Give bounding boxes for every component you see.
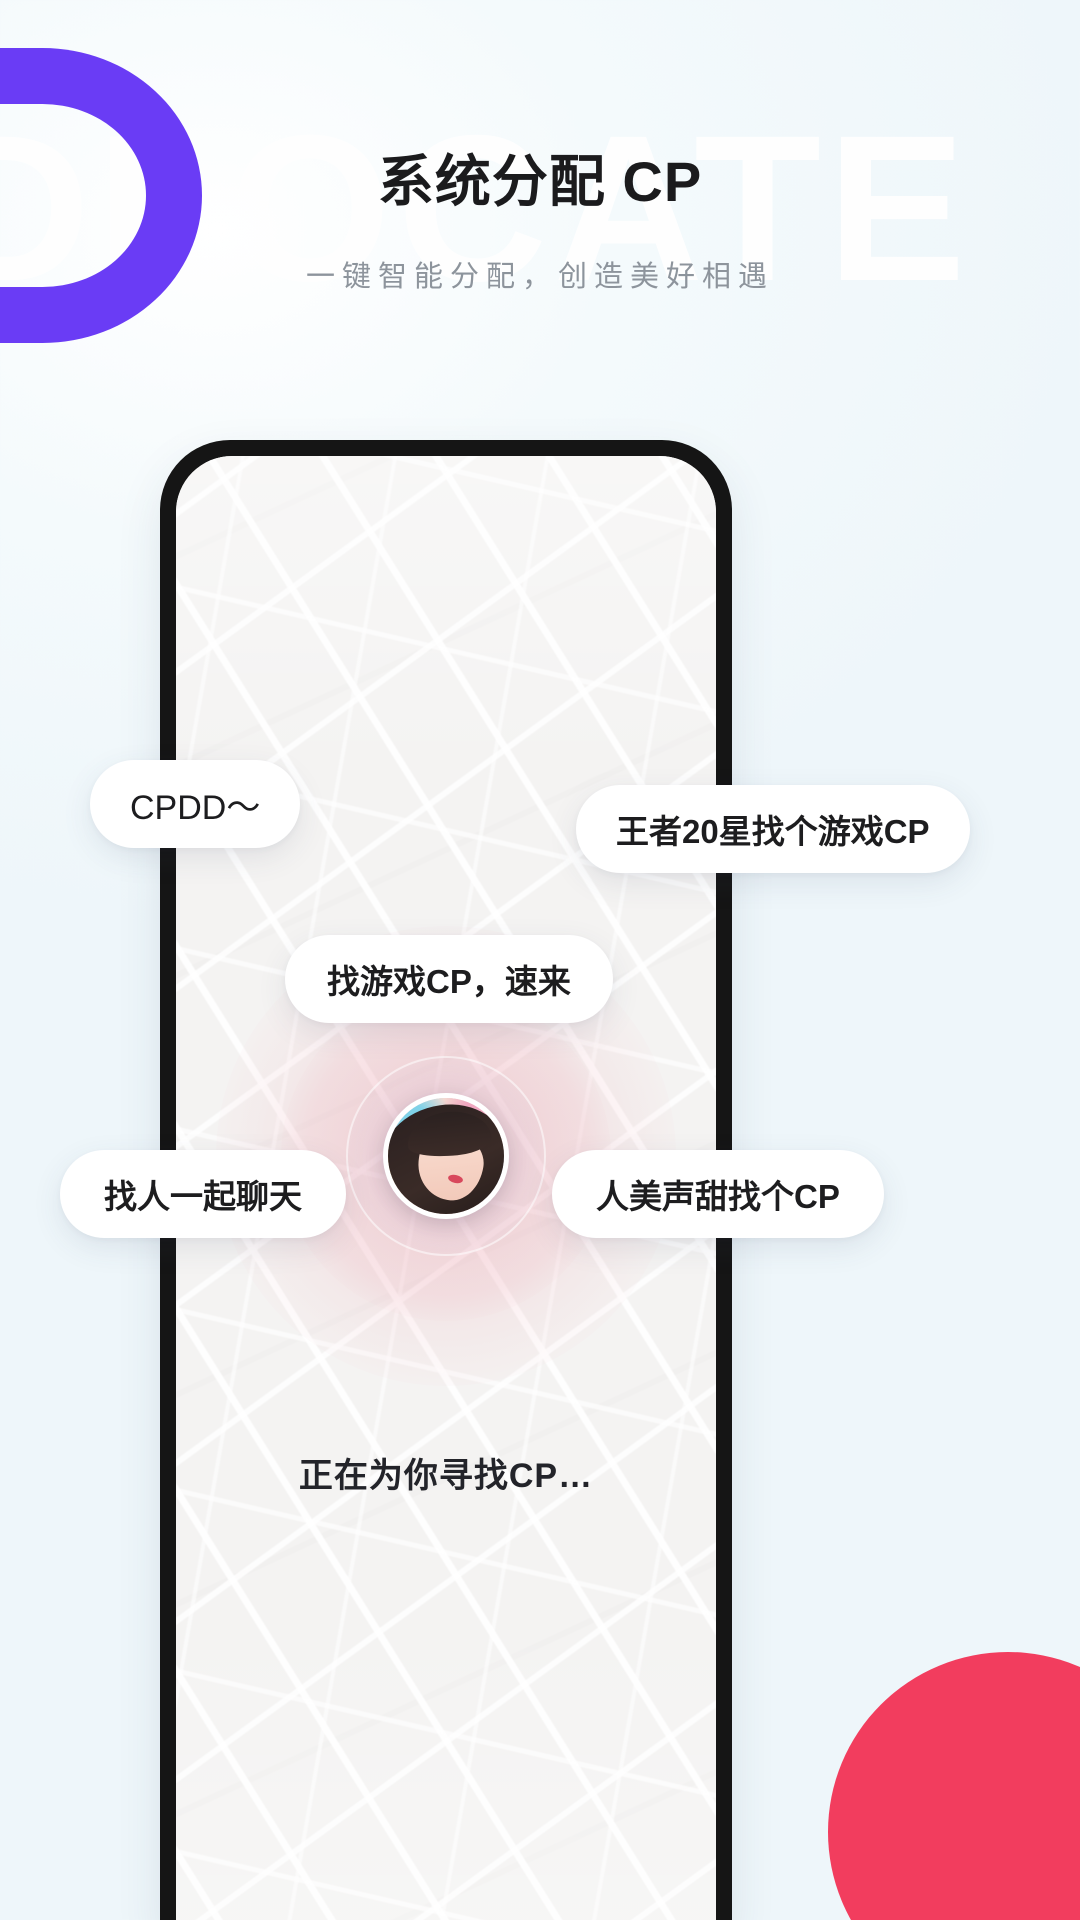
red-circle-decoration [828, 1652, 1080, 1920]
page-subtitle: 一键智能分配，创造美好相遇 [305, 261, 774, 294]
page-title: 系统分配 CP [377, 150, 703, 213]
chat-bubble-game-cp[interactable]: 找游戏CP，速来 [285, 935, 613, 1023]
chat-bubble-chat[interactable]: 找人一起聊天 [60, 1150, 346, 1238]
searching-status-text: 正在为你寻找CP… [298, 1457, 594, 1495]
avatar-image [388, 1098, 504, 1214]
avatar[interactable] [383, 1093, 509, 1219]
header: 系统分配 CP 一键智能分配，创造美好相遇 [0, 148, 1080, 295]
chat-bubble-sweet-voice[interactable]: 人美声甜找个CP [552, 1150, 884, 1238]
chat-bubble-cpdd[interactable]: CPDD〜 [90, 760, 301, 848]
chat-bubble-wangzhe[interactable]: 王者20星找个游戏CP [576, 785, 970, 873]
